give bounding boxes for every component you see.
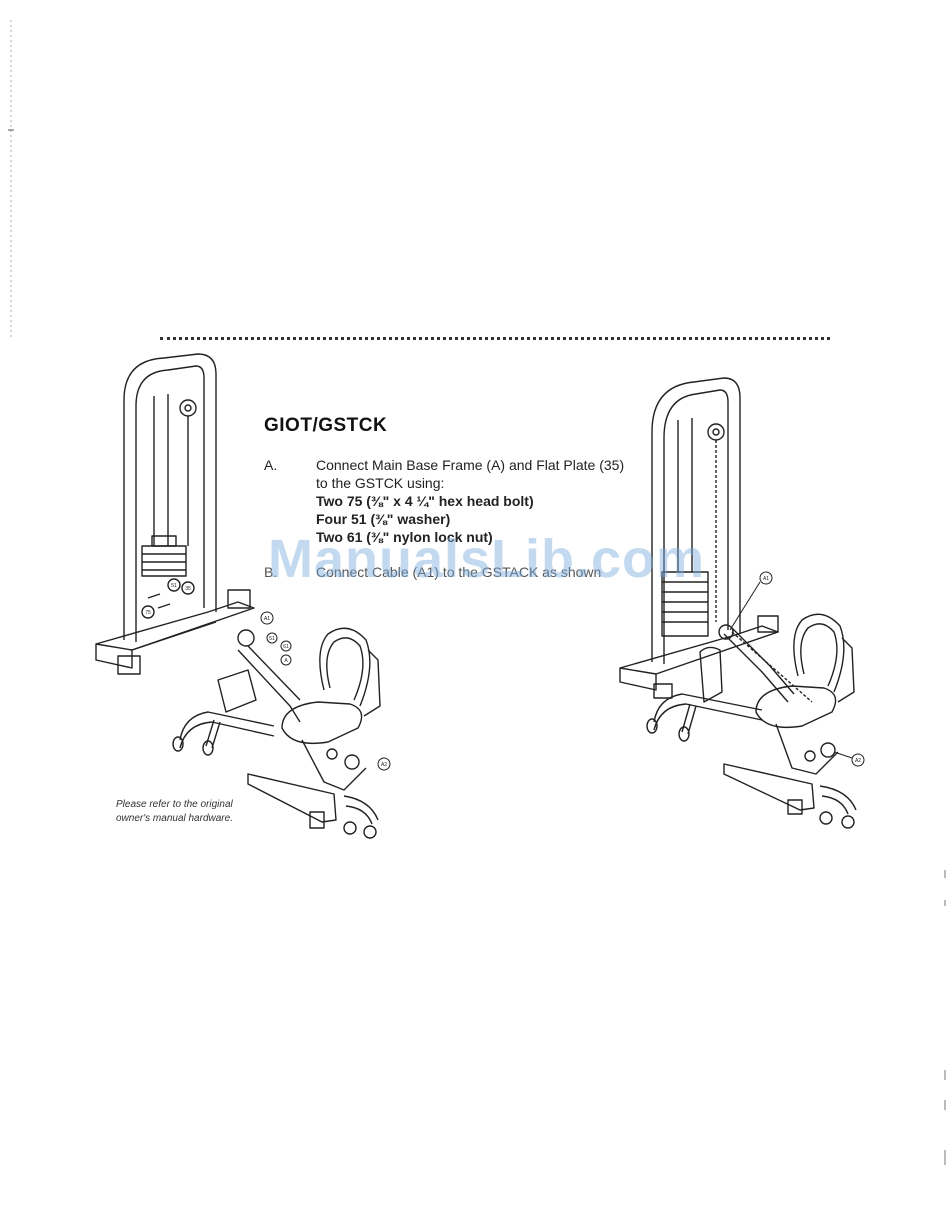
watermark: ManualsLib.com — [268, 529, 706, 589]
dotted-divider — [160, 337, 830, 340]
hardware-note: Please refer to the original owner's man… — [116, 798, 276, 826]
step-b-body: Connect Cable (A1) to the GSTACK as show… — [316, 563, 676, 581]
step-a: A. Connect Main Base Frame (A) and Flat … — [264, 456, 684, 548]
hardware-bolt: Two 75 (⅜" x 4 ¼" hex head bolt) — [316, 493, 534, 509]
step-a-letter: A. — [264, 457, 278, 473]
callout-a1: A1 — [264, 616, 270, 622]
callout-a2: A2 — [381, 762, 387, 768]
assembled-machine-illustration: A1 A2 — [619, 377, 865, 829]
step-a-body: Connect Main Base Frame (A) and Flat Pla… — [316, 456, 676, 546]
step-a-line-2: to the GSTCK using: — [316, 475, 445, 491]
section-title: GIOT/GSTCK — [264, 415, 388, 436]
step-a-line-1: Connect Main Base Frame (A) and Flat Pla… — [316, 457, 625, 473]
step-b: B. Connect Cable (A1) to the GSTACK as s… — [264, 563, 684, 583]
callout-51: 51 — [269, 636, 275, 642]
callout-51b: 51 — [171, 583, 177, 589]
callout-a1-right: A1 — [763, 576, 769, 582]
hardware-washer: Four 51 (⅜" washer) — [316, 511, 451, 527]
step-b-text: Connect Cable (A1) to the GSTACK as show… — [316, 564, 602, 580]
callout-61: 61 — [283, 644, 289, 650]
hardware-nut: Two 61 (⅜" nylon lock nut) — [316, 529, 493, 545]
hardware-note-line-2: owner's manual hardware. — [116, 813, 233, 824]
callout-75: 75 — [145, 610, 151, 616]
hardware-note-line-1: Please refer to the original — [116, 799, 233, 810]
callout-a: A — [284, 658, 288, 664]
step-b-letter: B. — [264, 564, 278, 580]
callout-35: 35 — [185, 586, 191, 592]
right-margin-marks — [944, 870, 946, 1165]
callout-a2-right: A2 — [855, 758, 861, 764]
exploded-assembly-illustration: A1 51 61 A A2 51 35 75 — [95, 353, 391, 839]
left-margin-marks — [8, 20, 14, 340]
